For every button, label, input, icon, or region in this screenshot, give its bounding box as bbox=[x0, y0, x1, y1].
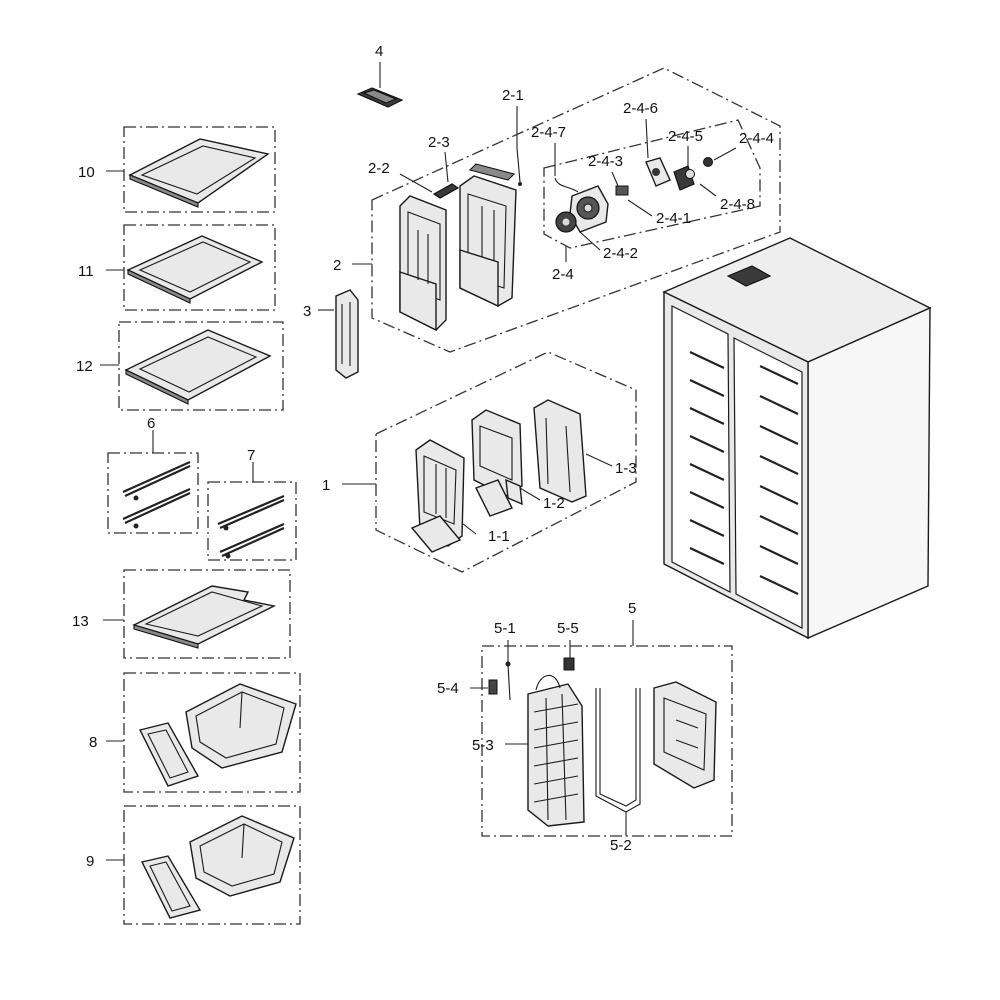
rail-7-upper bbox=[217, 494, 285, 531]
part-2-1-duct-rear bbox=[459, 175, 517, 308]
part-5-1-sensor bbox=[505, 661, 511, 701]
part-5-3-evaporator bbox=[527, 674, 585, 827]
shelf-13-part bbox=[132, 585, 277, 649]
callout-8: 8 bbox=[89, 734, 97, 751]
shelf-11-part bbox=[126, 235, 264, 304]
callout-3: 3 bbox=[303, 303, 311, 320]
callout-4: 4 bbox=[375, 43, 383, 60]
callout-9: 9 bbox=[86, 853, 94, 870]
callout-2-4-6: 2-4-6 bbox=[623, 100, 658, 117]
group-2-assembly: 2 2-2 2-3 2-1 bbox=[333, 67, 781, 353]
drawer-8-front bbox=[138, 722, 200, 787]
part-2-4-5-motor bbox=[673, 165, 695, 191]
callout-2-2: 2-2 bbox=[368, 160, 390, 177]
callout-11: 11 bbox=[78, 263, 94, 280]
part-4-bracket bbox=[356, 87, 404, 108]
callout-2-4-7: 2-4-7 bbox=[531, 124, 566, 141]
callout-5: 5 bbox=[628, 600, 636, 617]
callout-6: 6 bbox=[147, 415, 155, 432]
drawer-9-front bbox=[140, 855, 202, 919]
callout-13: 13 bbox=[72, 613, 89, 630]
group-13-shelf: 13 bbox=[72, 569, 291, 659]
part-2-4-7-wire bbox=[554, 177, 579, 193]
callout-2-4-3: 2-4-3 bbox=[588, 153, 623, 170]
part-5-5-clip bbox=[563, 657, 575, 671]
part-2-2-duct-front bbox=[399, 195, 447, 332]
group-11-shelf: 11 bbox=[78, 224, 276, 311]
part-2-1-sensor bbox=[516, 147, 522, 186]
callout-10: 10 bbox=[78, 164, 95, 181]
callout-5-2: 5-2 bbox=[610, 837, 632, 854]
group-10-shelf: 10 bbox=[78, 126, 276, 213]
callout-7: 7 bbox=[247, 447, 255, 464]
callout-5-4: 5-4 bbox=[437, 680, 459, 697]
part-5-4-fuse bbox=[488, 679, 498, 695]
part-3-cover bbox=[335, 289, 359, 379]
fridge-left-shelving bbox=[689, 351, 725, 565]
part-1-1-duct bbox=[410, 439, 465, 553]
group-7-rails: 7 bbox=[207, 447, 297, 561]
part-5-cover-panel bbox=[653, 681, 717, 789]
drawer-8-bin bbox=[185, 683, 297, 769]
callout-1: 1 bbox=[322, 477, 330, 494]
callout-2-1: 2-1 bbox=[502, 87, 524, 104]
callout-5-3: 5-3 bbox=[472, 737, 494, 754]
part-5-2-heater bbox=[595, 688, 641, 813]
callout-2-4-1: 2-4-1 bbox=[656, 210, 691, 227]
callout-2-3: 2-3 bbox=[428, 134, 450, 151]
callout-2: 2 bbox=[333, 257, 341, 274]
fridge-right-shelving bbox=[759, 365, 799, 595]
part-1-3-cover bbox=[533, 399, 587, 503]
part-2-4-3-motor bbox=[615, 185, 629, 196]
callout-1-2: 1-2 bbox=[543, 495, 565, 512]
part-2-4-4-grommet bbox=[703, 157, 713, 167]
group-12-shelf: 12 bbox=[76, 321, 284, 411]
callout-5-5: 5-5 bbox=[557, 620, 579, 637]
group-1-assembly: 1 1-1 1-2 1-3 bbox=[322, 351, 637, 573]
group-8-drawer: 8 bbox=[89, 672, 301, 793]
group-6-rails: 6 bbox=[107, 415, 199, 534]
callout-12: 12 bbox=[76, 358, 93, 375]
rail-6-upper bbox=[122, 460, 191, 501]
group-9-drawer: 9 bbox=[86, 805, 301, 925]
callout-2-4-4: 2-4-4 bbox=[739, 130, 774, 147]
rail-7-lower bbox=[219, 522, 285, 559]
callout-2-4-5: 2-4-5 bbox=[668, 128, 703, 145]
group-5-assembly: 5 5-1 5-5 5-4 5-3 5-2 bbox=[437, 600, 733, 854]
group-4-bracket: 4 bbox=[356, 43, 404, 108]
shelf-12-part bbox=[124, 329, 272, 405]
drawer-9-bin bbox=[189, 815, 295, 897]
callout-1-3: 1-3 bbox=[615, 460, 637, 477]
part-2-4-2-fan-blade bbox=[555, 211, 577, 233]
callout-5-1: 5-1 bbox=[494, 620, 516, 637]
refrigerator-cabinet bbox=[662, 237, 932, 640]
part-2-4-1-fan-housing bbox=[569, 185, 609, 233]
group-3-cover: 3 bbox=[303, 289, 359, 379]
part-2-3-clip bbox=[432, 163, 516, 199]
callout-2-4-2: 2-4-2 bbox=[603, 245, 638, 262]
rail-6-lower bbox=[122, 487, 191, 529]
callout-2-4: 2-4 bbox=[552, 266, 574, 283]
shelf-10-part bbox=[128, 138, 270, 208]
part-2-4-6-bracket bbox=[645, 157, 671, 187]
callout-2-4-8: 2-4-8 bbox=[720, 196, 755, 213]
callout-1-1: 1-1 bbox=[488, 528, 510, 545]
part-1-2-duct bbox=[471, 409, 523, 517]
